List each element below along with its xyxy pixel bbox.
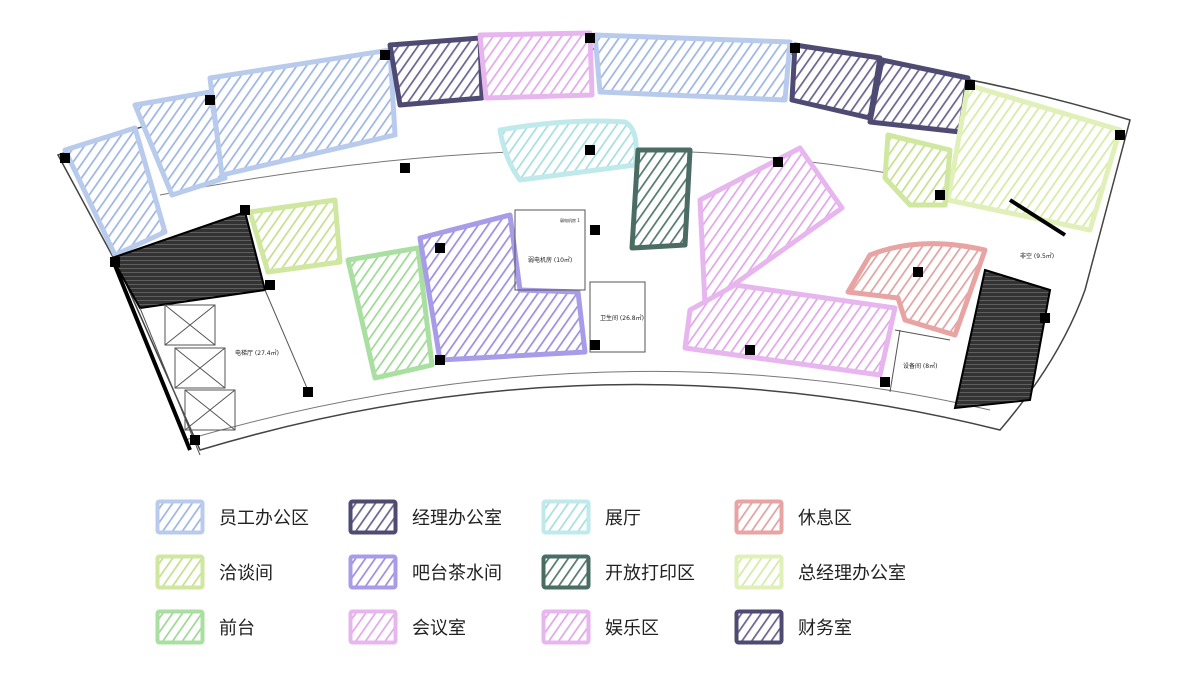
label-equipment: 设备间 (8㎡) [903,362,937,370]
room-entertainment-1 [697,145,845,308]
legend-label: 娱乐区 [605,618,659,639]
room-entertainment-2 [682,282,898,378]
legend-label: 休息区 [798,508,852,529]
room-finance [867,57,971,135]
column [965,80,975,90]
structural-columns [60,33,1125,445]
legend-item: 财务室 [734,607,852,647]
outer-curtain-line [184,370,991,441]
column [790,43,800,53]
legend-label: 吧台茶水间 [412,563,502,584]
legend-swatch-icon [348,499,398,535]
room-reception [345,245,435,381]
legend-swatch-icon [155,499,205,535]
column [435,243,445,253]
room-manager-office-2 [789,42,883,121]
room-gm-annex [882,132,953,208]
legend-item: 开放打印区 [541,552,695,592]
legend-label: 洽谈间 [219,563,273,584]
legend-label: 开放打印区 [605,563,695,584]
legend-label: 经理办公室 [412,508,502,529]
legend-swatch-icon [734,609,784,645]
column [400,163,410,173]
wall-lines [110,198,1067,456]
label-toilet: 卫生间 (26.8㎡) [600,314,644,322]
room-meeting [477,30,595,101]
legend-swatch-icon [541,499,591,535]
column [240,205,250,215]
column [745,345,755,355]
column [590,225,600,235]
legend-swatch-icon [541,554,591,590]
room-gm-office [945,82,1123,233]
column [435,355,445,365]
legend-label: 财务室 [798,618,852,639]
legend-item: 前台 [155,607,255,647]
legend-item: 展厅 [541,497,641,537]
column [1040,313,1050,323]
column [773,157,783,167]
column [190,435,200,445]
column [913,267,923,277]
floor-plan: 电梯厅 (27.4㎡) 弱电机房 (10㎡) 弱电机房 1 卫生间 (26.8㎡… [56,30,1131,456]
column [303,387,313,397]
legend-item: 会议室 [348,607,466,647]
column [380,50,390,60]
legend-label: 展厅 [605,508,641,529]
column [935,190,945,200]
legend-item: 经理办公室 [348,497,502,537]
legend-label: 会议室 [412,618,466,639]
room-staff-office-4 [592,32,793,103]
room-bar-tea [417,212,588,363]
label-weak-current: 弱电机房 (10㎡) [528,256,572,264]
label-elevator-hall: 电梯厅 (27.4㎡) [235,349,279,357]
column [265,280,275,290]
room-staff-office-1 [62,125,168,258]
legend-swatch-icon [348,609,398,645]
room-staff-office-3 [207,47,398,178]
room-rest [845,241,988,338]
legend-swatch-icon [155,554,205,590]
room-exhibition [497,118,639,183]
legend-swatch-icon [348,554,398,590]
legend-swatch-icon [734,554,784,590]
legend-label: 总经理办公室 [798,563,906,584]
legend-item: 员工办公区 [155,497,309,537]
stairs-right [953,268,1052,410]
column [585,145,595,155]
legend-item: 娱乐区 [541,607,659,647]
room-open-print [629,147,693,251]
legend-item: 吧台茶水间 [348,552,502,592]
column [590,340,600,350]
legend-item: 洽谈间 [155,552,273,592]
legend-item: 休息区 [734,497,852,537]
column [585,33,595,43]
label-void: 非空 (9.5㎡) [1020,252,1054,260]
column [110,257,120,267]
column [880,377,890,387]
legend-swatch-icon [155,609,205,645]
label-weak-current-small: 弱电机房 1 [560,217,580,223]
legend-label: 前台 [219,618,255,639]
column [1115,130,1125,140]
room-staff-office-2 [132,89,228,198]
room-manager-office-1 [387,35,485,108]
column [60,153,70,163]
legend-item: 总经理办公室 [734,552,906,592]
column [205,95,215,105]
room-negotiation [247,197,343,275]
legend-swatch-icon [541,609,591,645]
legend: 员工办公区 经理办公室 展厅 休息区洽谈间 吧台茶水间 开放打印区 总经理办公室前台 会议室 娱… [155,497,1055,657]
legend-label: 员工办公区 [219,508,309,529]
elevator-shafts [164,304,236,431]
legend-swatch-icon [734,499,784,535]
